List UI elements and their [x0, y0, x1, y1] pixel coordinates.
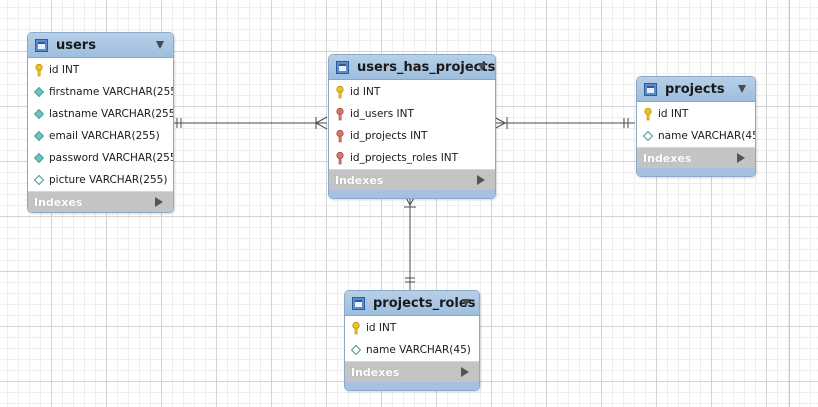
- indexes-label: Indexes: [351, 365, 400, 379]
- column-label: lastname VARCHAR(255): [49, 108, 174, 120]
- table-title: users: [56, 37, 96, 53]
- primary-key-icon: [352, 321, 360, 335]
- column-label: picture VARCHAR(255): [49, 174, 168, 186]
- table-users_has_projects[interactable]: users_has_projects id INT id_users INT i…: [328, 54, 496, 199]
- column-row[interactable]: id_users INT: [329, 103, 495, 125]
- table-users[interactable]: users id INT firstname VARCHAR(255) last…: [27, 32, 174, 213]
- column-label: firstname VARCHAR(255): [49, 86, 174, 98]
- column-label: id INT: [49, 64, 80, 76]
- indexes-label: Indexes: [34, 195, 83, 209]
- table-footer: [345, 382, 479, 390]
- column-label: id INT: [658, 108, 689, 120]
- column-row[interactable]: lastname VARCHAR(255): [28, 103, 173, 125]
- column-row[interactable]: firstname VARCHAR(255): [28, 81, 173, 103]
- table-icon: [336, 60, 349, 74]
- column-row[interactable]: id INT: [637, 103, 755, 125]
- indexes-section[interactable]: Indexes: [329, 169, 495, 190]
- column-diamond-filled-icon: [33, 108, 45, 120]
- column-label: id INT: [366, 322, 397, 334]
- table-header-projects[interactable]: projects: [637, 77, 755, 102]
- column-row[interactable]: picture VARCHAR(255): [28, 169, 173, 191]
- table-footer: [329, 190, 495, 198]
- primary-key-icon: [644, 107, 652, 121]
- column-diamond-filled-icon: [33, 152, 45, 164]
- foreign-key-icon: [336, 151, 344, 165]
- collapse-arrow-icon[interactable]: [738, 85, 746, 93]
- column-label: password VARCHAR(255): [49, 152, 174, 164]
- indexes-label: Indexes: [335, 173, 384, 187]
- column-label: name VARCHAR(45): [658, 130, 756, 142]
- canvas-page-edge: [789, 0, 790, 407]
- column-row[interactable]: name VARCHAR(45): [637, 125, 755, 147]
- table-icon: [644, 82, 657, 96]
- expand-arrow-icon[interactable]: [477, 175, 485, 185]
- column-label: id INT: [350, 86, 381, 98]
- column-row[interactable]: id_projects INT: [329, 125, 495, 147]
- column-row[interactable]: id_projects_roles INT: [329, 147, 495, 169]
- primary-key-icon: [35, 63, 43, 77]
- table-header-users[interactable]: users: [28, 33, 173, 58]
- column-row[interactable]: password VARCHAR(255): [28, 147, 173, 169]
- table-icon: [352, 296, 365, 310]
- collapse-arrow-icon[interactable]: [156, 41, 164, 49]
- table-title: projects: [665, 81, 725, 97]
- column-label: name VARCHAR(45): [366, 344, 471, 356]
- table-header-users_has_projects[interactable]: users_has_projects: [329, 55, 495, 80]
- column-label: email VARCHAR(255): [49, 130, 160, 142]
- column-diamond-outline-icon: [642, 130, 654, 142]
- relationship-users-users_has_projects[interactable]: [173, 116, 328, 130]
- expand-arrow-icon[interactable]: [155, 197, 163, 207]
- table-header-projects_roles[interactable]: projects_roles: [345, 291, 479, 316]
- column-row[interactable]: name VARCHAR(45): [345, 339, 479, 361]
- indexes-section[interactable]: Indexes: [637, 147, 755, 168]
- table-footer: [637, 168, 755, 176]
- relationship-projects-users_has_projects[interactable]: [493, 116, 635, 130]
- collapse-arrow-icon[interactable]: [462, 299, 470, 307]
- table-title: projects_roles: [373, 295, 476, 311]
- foreign-key-icon: [336, 107, 344, 121]
- column-label: id_projects_roles INT: [350, 152, 459, 164]
- column-row[interactable]: id INT: [345, 317, 479, 339]
- indexes-label: Indexes: [643, 151, 692, 165]
- primary-key-icon: [336, 85, 344, 99]
- collapse-arrow-icon[interactable]: [478, 63, 486, 71]
- table-projects[interactable]: projects id INT name VARCHAR(45) Indexes: [636, 76, 756, 177]
- column-label: id_projects INT: [350, 130, 428, 142]
- table-icon: [35, 38, 48, 52]
- column-row[interactable]: email VARCHAR(255): [28, 125, 173, 147]
- expand-arrow-icon[interactable]: [461, 367, 469, 377]
- column-label: id_users INT: [350, 108, 414, 120]
- foreign-key-icon: [336, 129, 344, 143]
- column-row[interactable]: id INT: [28, 59, 173, 81]
- table-title: users_has_projects: [357, 59, 496, 75]
- column-diamond-filled-icon: [33, 130, 45, 142]
- indexes-section[interactable]: Indexes: [345, 361, 479, 382]
- table-projects_roles[interactable]: projects_roles id INT name VARCHAR(45) I…: [344, 290, 480, 391]
- column-diamond-outline-icon: [33, 174, 45, 186]
- column-diamond-filled-icon: [33, 86, 45, 98]
- column-row[interactable]: id INT: [329, 81, 495, 103]
- relationship-projects_roles-users_has_projects[interactable]: [403, 193, 417, 290]
- column-diamond-outline-icon: [350, 344, 362, 356]
- indexes-section[interactable]: Indexes: [28, 191, 173, 212]
- expand-arrow-icon[interactable]: [737, 153, 745, 163]
